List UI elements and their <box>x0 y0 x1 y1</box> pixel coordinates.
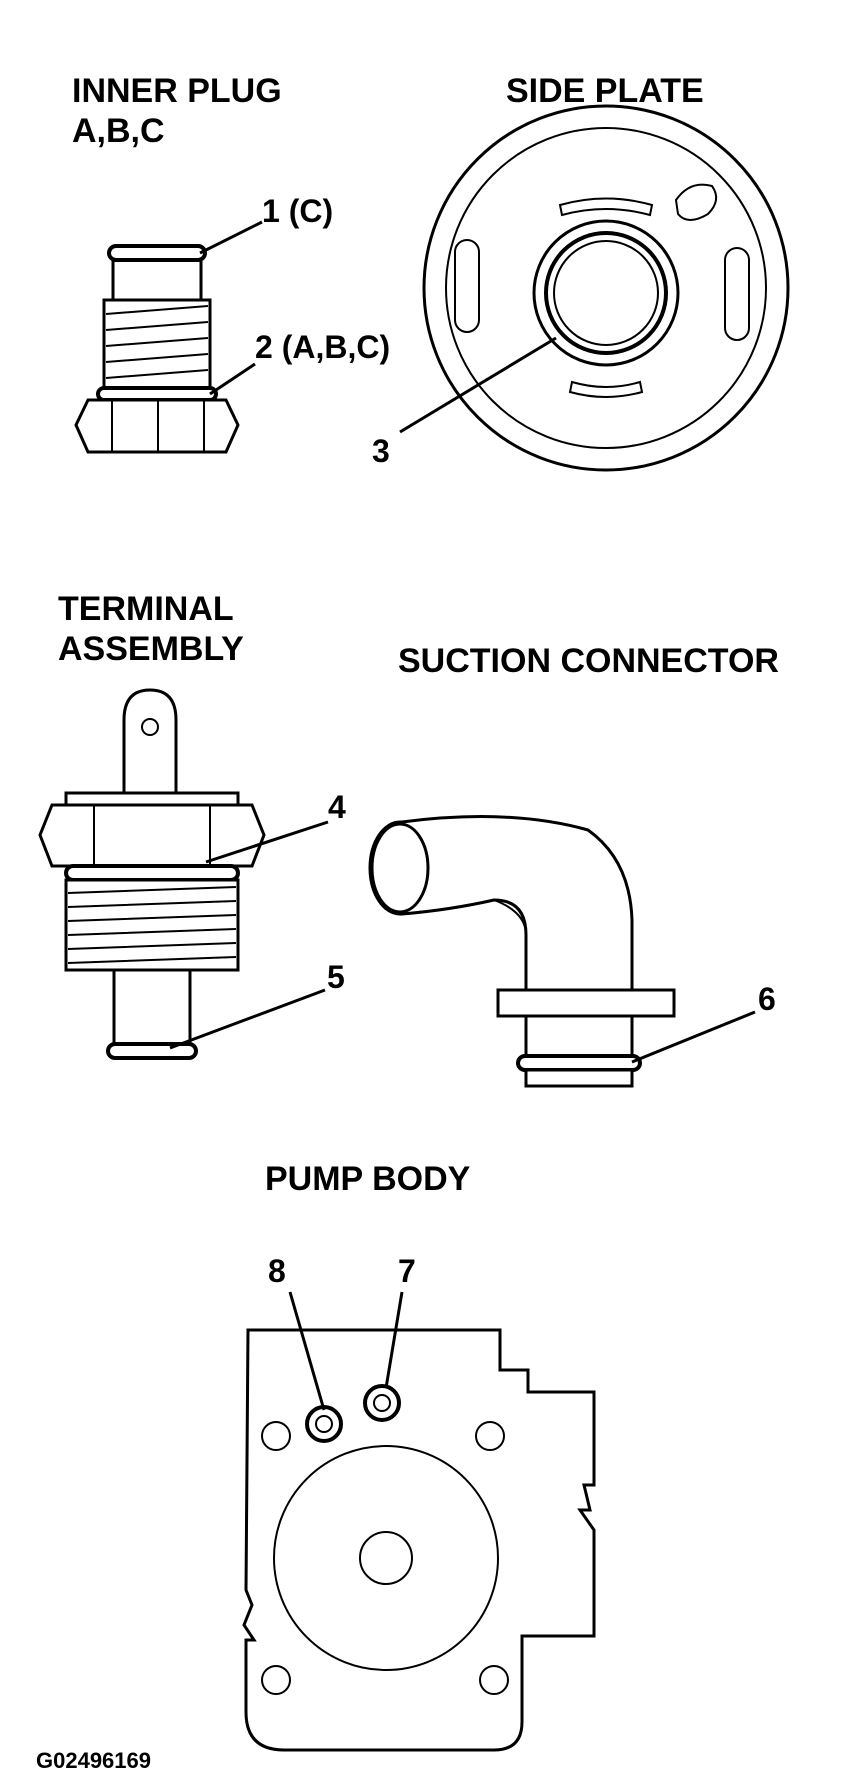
terminal-assembly-illustration <box>38 688 266 1060</box>
leader-7 <box>384 1291 404 1389</box>
inner-plug-title: INNER PLUG <box>72 72 282 110</box>
terminal-assembly-group: TERMINAL ASSEMBLY 4 5 <box>38 590 346 1060</box>
side-plate-title: SIDE PLATE <box>506 72 704 110</box>
o-ring-7 <box>363 1384 401 1422</box>
o-ring-2 <box>96 386 218 402</box>
callout-3: 3 <box>372 433 390 469</box>
o-ring-4 <box>64 864 240 882</box>
o-ring-1 <box>107 244 207 262</box>
pump-body-title: PUMP BODY <box>265 1160 471 1198</box>
callout-7: 7 <box>398 1253 416 1289</box>
callout-5: 5 <box>327 959 345 995</box>
leader-5 <box>169 988 326 1050</box>
suction-connector-group: SUCTION CONNECTOR 6 <box>368 642 779 1088</box>
callout-4: 4 <box>328 789 346 825</box>
leader-4 <box>205 820 329 864</box>
leader-3 <box>399 336 557 434</box>
o-ring-6 <box>516 1054 642 1072</box>
inner-plug-group: INNER PLUG A,B,C 1 (C) 2 (A,B,C) <box>72 72 390 454</box>
o-ring-3 <box>544 231 668 355</box>
figure-id: G02496169 <box>36 1748 151 1773</box>
inner-plug-illustration <box>74 244 240 454</box>
o-ring-8 <box>305 1405 343 1443</box>
callout-6: 6 <box>758 981 776 1017</box>
inner-plug-subtitle: A,B,C <box>72 112 165 150</box>
side-plate-group: SIDE PLATE 3 <box>372 72 790 472</box>
pump-body-illustration <box>242 1328 596 1752</box>
callout-1: 1 (C) <box>262 193 333 229</box>
callout-8: 8 <box>268 1253 286 1289</box>
terminal-assembly-title: TERMINAL <box>58 590 234 628</box>
callout-2: 2 (A,B,C) <box>255 329 390 365</box>
o-ring-5 <box>106 1042 198 1060</box>
leader-2 <box>209 362 256 396</box>
side-plate-illustration <box>422 104 790 472</box>
leader-6 <box>631 1010 756 1064</box>
leader-8 <box>288 1291 326 1411</box>
leader-1 <box>199 220 263 255</box>
pump-body-group: PUMP BODY 8 7 <box>242 1160 596 1752</box>
suction-connector-illustration <box>368 815 676 1088</box>
suction-connector-title: SUCTION CONNECTOR <box>398 642 779 680</box>
terminal-assembly-subtitle: ASSEMBLY <box>58 630 244 668</box>
